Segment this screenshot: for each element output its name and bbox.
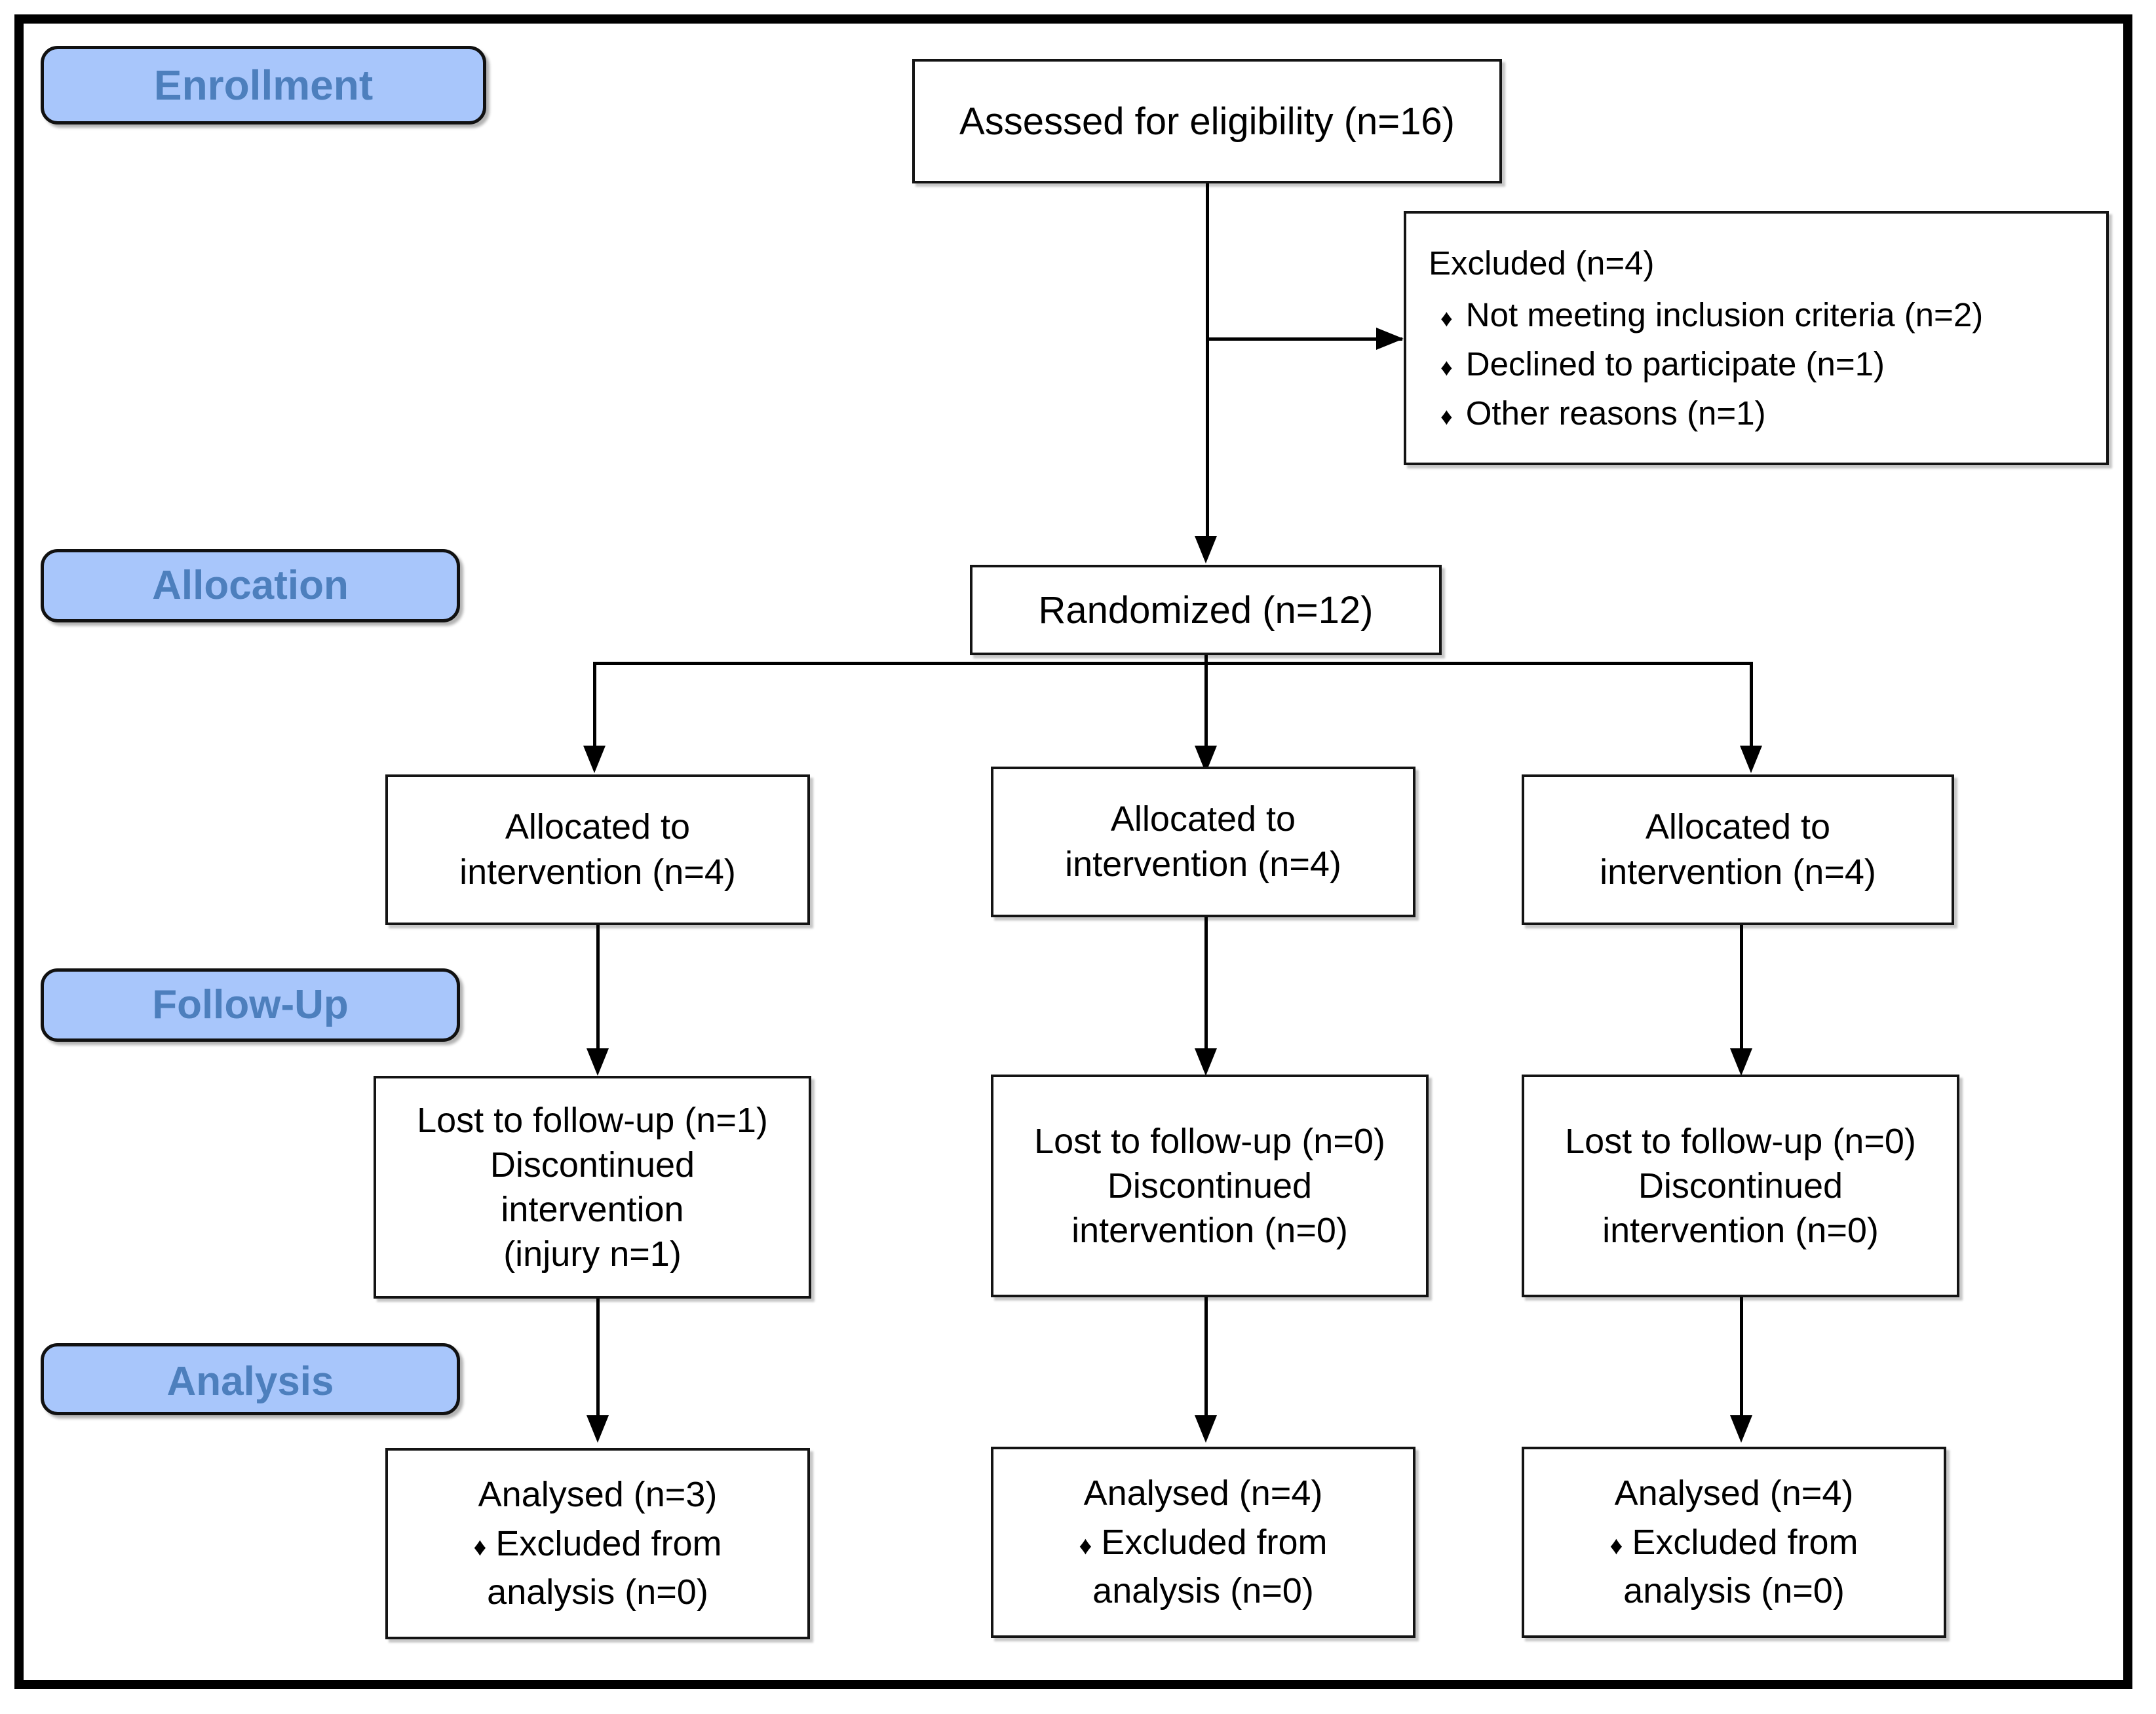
arrow-to-followup-arm-2 (1195, 1048, 1217, 1076)
allocated-line-1: Allocated to (505, 807, 691, 847)
diamond-bullet-icon: ♦ (1440, 354, 1453, 381)
diamond-bullet-icon: ♦ (473, 1533, 487, 1561)
allocated-line-1: Allocated to (1645, 807, 1831, 847)
excluded-reason-label: Not meeting inclusion criteria (n=2) (1465, 296, 1984, 333)
allocation-drop-line-left (593, 662, 596, 747)
diamond-bullet-icon: ♦ (1440, 305, 1453, 332)
followup-line-1: Lost to follow-up (n=1) (417, 1100, 768, 1140)
stage-badge-followup: Follow-Up (41, 968, 460, 1042)
analysed-line-3: analysis (n=0) (1623, 1571, 1845, 1611)
analysed-line-1: Analysed (n=3) (478, 1475, 718, 1515)
allocation-drop-line-right (1750, 662, 1753, 747)
followup-line-2: Discontinued (490, 1145, 695, 1185)
arrow-to-followup-arm-1 (587, 1048, 609, 1076)
diamond-bullet-icon: ♦ (1440, 403, 1453, 430)
followup-line-3: intervention (501, 1190, 684, 1229)
arrow-to-analysis-arm-1 (587, 1415, 609, 1443)
arrow-to-analysis-arm-2 (1195, 1415, 1217, 1443)
stage-badge-followup-label: Follow-Up (152, 982, 349, 1027)
branch-line-to-excluded (1206, 337, 1402, 341)
assessed-line-1: Assessed for eligibility (n=16) (959, 100, 1455, 143)
excluded-reason-item: ♦ Declined to participate (n=1) (1429, 345, 1885, 383)
arrow-to-excluded (1376, 328, 1404, 350)
stage-badge-analysis-label: Analysis (166, 1359, 334, 1404)
analysis-connector-line-arm-2 (1204, 1297, 1208, 1417)
followup-connector-line-arm-3 (1740, 925, 1743, 1050)
allocation-drop-line-center (1204, 662, 1208, 747)
analysed-bullet-item: ♦ Excluded from (474, 1519, 722, 1569)
analysis-connector-line-arm-1 (596, 1299, 600, 1417)
followup-line-1: Lost to follow-up (n=0) (1034, 1121, 1385, 1161)
allocated-box-arm-1: Allocated to intervention (n=4) (385, 774, 810, 925)
excluded-reason-label: Other reasons (n=1) (1465, 394, 1766, 432)
stage-badge-allocation-label: Allocation (152, 563, 349, 608)
excluded-heading: Excluded (n=4) (1429, 244, 1655, 282)
arrow-to-analysis-arm-3 (1730, 1415, 1752, 1443)
followup-connector-line-arm-1 (596, 925, 600, 1050)
analysed-line-3: analysis (n=0) (487, 1572, 708, 1612)
stage-badge-enrollment: Enrollment (41, 46, 486, 124)
analysed-bullet-label: Excluded from (495, 1523, 722, 1563)
randomized-line-1: Randomized (n=12) (1038, 588, 1374, 632)
randomized-stem-line (1204, 655, 1208, 665)
arrow-to-allocated-left (583, 746, 606, 773)
analysed-bullet-label: Excluded from (1101, 1522, 1328, 1562)
randomized-box: Randomized (n=12) (970, 565, 1442, 655)
allocated-line-1: Allocated to (1110, 799, 1296, 839)
analysed-line-3: analysis (n=0) (1092, 1571, 1314, 1611)
trunk-line-assessed-to-randomized (1206, 183, 1209, 537)
excluded-reason-item: ♦ Not meeting inclusion criteria (n=2) (1429, 295, 1983, 334)
allocated-line-2: intervention (n=4) (459, 852, 736, 892)
analysed-bullet-item: ♦ Excluded from (1079, 1518, 1328, 1567)
allocation-split-bus (593, 662, 1753, 665)
followup-line-2: Discontinued (1107, 1166, 1313, 1206)
analysed-bullet-label: Excluded from (1632, 1522, 1858, 1562)
allocated-line-2: intervention (n=4) (1065, 845, 1341, 884)
followup-connector-line-arm-2 (1204, 917, 1208, 1050)
analysed-box-arm-3: Analysed (n=4) ♦ Excluded from analysis … (1522, 1447, 1946, 1638)
excluded-reason-item: ♦ Other reasons (n=1) (1429, 394, 1766, 432)
arrow-to-randomized (1195, 536, 1217, 563)
arrow-to-followup-arm-3 (1730, 1048, 1752, 1076)
analysed-line-1: Analysed (n=4) (1614, 1474, 1854, 1514)
analysed-box-arm-1: Analysed (n=3) ♦ Excluded from analysis … (385, 1448, 810, 1639)
stage-badge-allocation: Allocation (41, 549, 460, 622)
assessed-for-eligibility-box: Assessed for eligibility (n=16) (912, 59, 1502, 183)
analysed-box-arm-2: Analysed (n=4) ♦ Excluded from analysis … (991, 1447, 1415, 1638)
allocated-box-arm-2: Allocated to intervention (n=4) (991, 767, 1415, 917)
stage-badge-enrollment-label: Enrollment (153, 62, 374, 109)
followup-line-2: Discontinued (1638, 1166, 1843, 1206)
followup-box-arm-2: Lost to follow-up (n=0) Discontinued int… (991, 1075, 1429, 1297)
analysed-line-1: Analysed (n=4) (1083, 1474, 1323, 1514)
stage-badge-analysis: Analysis (41, 1343, 460, 1415)
followup-box-arm-1: Lost to follow-up (n=1) Discontinued int… (374, 1076, 811, 1299)
followup-box-arm-3: Lost to follow-up (n=0) Discontinued int… (1522, 1075, 1959, 1297)
diamond-bullet-icon: ♦ (1079, 1531, 1092, 1560)
arrow-to-allocated-right (1740, 746, 1762, 773)
followup-line-3: intervention (n=0) (1602, 1211, 1879, 1251)
diamond-bullet-icon: ♦ (1609, 1531, 1623, 1560)
analysed-bullet-item: ♦ Excluded from (1610, 1518, 1858, 1567)
excluded-reason-label: Declined to participate (n=1) (1465, 345, 1885, 383)
analysis-connector-line-arm-3 (1740, 1297, 1743, 1417)
followup-line-4: (injury n=1) (503, 1234, 682, 1274)
allocated-line-2: intervention (n=4) (1600, 852, 1876, 892)
allocated-box-arm-3: Allocated to intervention (n=4) (1522, 774, 1954, 925)
followup-line-3: intervention (n=0) (1071, 1211, 1348, 1251)
excluded-box: Excluded (n=4) ♦ Not meeting inclusion c… (1404, 211, 2109, 465)
followup-line-1: Lost to follow-up (n=0) (1565, 1121, 1916, 1161)
